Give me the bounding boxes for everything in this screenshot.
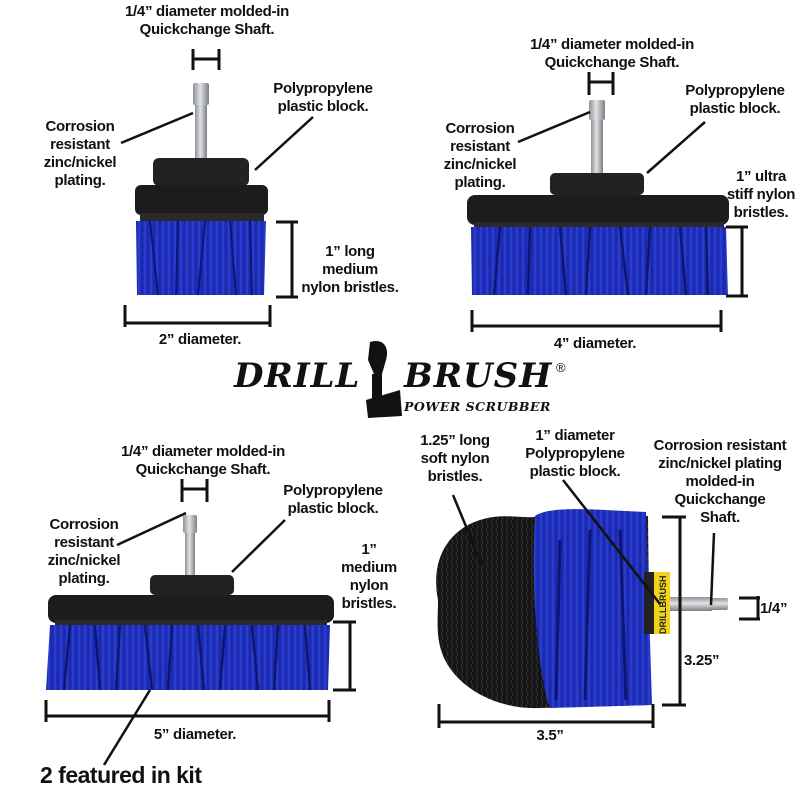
brush-4in-diameter-label: 4” diameter. (553, 335, 637, 352)
brush-5in-block-label: Polypropylene plastic block. (283, 482, 383, 517)
brush-5in-shaft-label: 1/4” diameter molded-in Quickchange Shaf… (121, 443, 285, 478)
brush-2in-dimensions (123, 220, 298, 327)
brush-4in-drawing (467, 100, 729, 296)
brush-corner-leaders (451, 479, 716, 606)
brush-2in-block-label: Polypropylene plastic block. (273, 80, 373, 115)
brush-2in-drawing (135, 83, 268, 296)
svg-text:DRILLBRUSH: DRILLBRUSH (658, 576, 668, 635)
brush-corner-height-dim: 3.25” (684, 652, 720, 669)
brush-4in-block-label: Polypropylene plastic block. (685, 82, 785, 117)
brush-2in-leaders (120, 111, 314, 171)
brush-2in-plating-label: Corrosion resistant zinc/nickel plating. (43, 118, 117, 189)
brush-4in-shaft-bracket (587, 72, 615, 95)
brush-corner-width-dim: 3.5” (536, 727, 564, 744)
brush-4in-plating-label: Corrosion resistant zinc/nickel plating. (443, 120, 517, 191)
brush-corner-block-label: 1” diameter Polypropylene plastic block. (525, 427, 625, 480)
brush-corner-bristle-label: 1.25” long soft nylon bristles. (420, 432, 490, 485)
brush-5in-dimensions (44, 620, 356, 722)
brush-4in-shaft-label: 1/4” diameter molded-in Quickchange Shaf… (530, 36, 694, 71)
brush-5in-shaft-bracket (180, 479, 209, 502)
brush-5in-diameter-label: 5” diameter. (153, 726, 237, 743)
brush-4in-bristle-label: 1” ultra stiff nylon bristles. (726, 168, 796, 221)
registered-mark: ® (556, 360, 566, 375)
drill-icon (366, 340, 402, 418)
logo-word-drill: DRILL (234, 356, 361, 396)
kit-note: 2 featured in kit (40, 762, 202, 788)
logo-word-brush: BRUSH (404, 356, 553, 396)
brush-corner-dimensions (437, 515, 760, 728)
brush-5in-plating-label: Corrosion resistant zinc/nickel plating. (47, 516, 121, 587)
brush-4in-leaders (517, 110, 706, 174)
brush-5in-bristle-label: 1” medium nylon bristles. (341, 541, 397, 612)
logo-tagline: POWER SCRUBBER (404, 399, 551, 414)
brush-5in-drawing (46, 515, 334, 691)
drillbrush-logo: DRILL BRUSH ® POWER SCRUBBER (232, 340, 572, 420)
brush-5in-leaders (102, 511, 286, 766)
brush-corner-shaft-label: Corrosion resistant zinc/nickel plating … (653, 437, 787, 526)
brush-corner-drawing: DRILLBRUSH (436, 509, 728, 709)
brush-2in-diameter-label: 2” diameter. (158, 331, 242, 348)
brush-2in-bristle-label: 1” long medium nylon bristles. (301, 243, 399, 296)
brush-2in-shaft-bracket (191, 49, 221, 70)
brush-2in-shaft-label: 1/4” diameter molded-in Quickchange Shaf… (125, 3, 289, 38)
brush-corner-shaft-dim: 1/4” (760, 600, 788, 617)
brush-4in-dimensions (470, 225, 748, 332)
